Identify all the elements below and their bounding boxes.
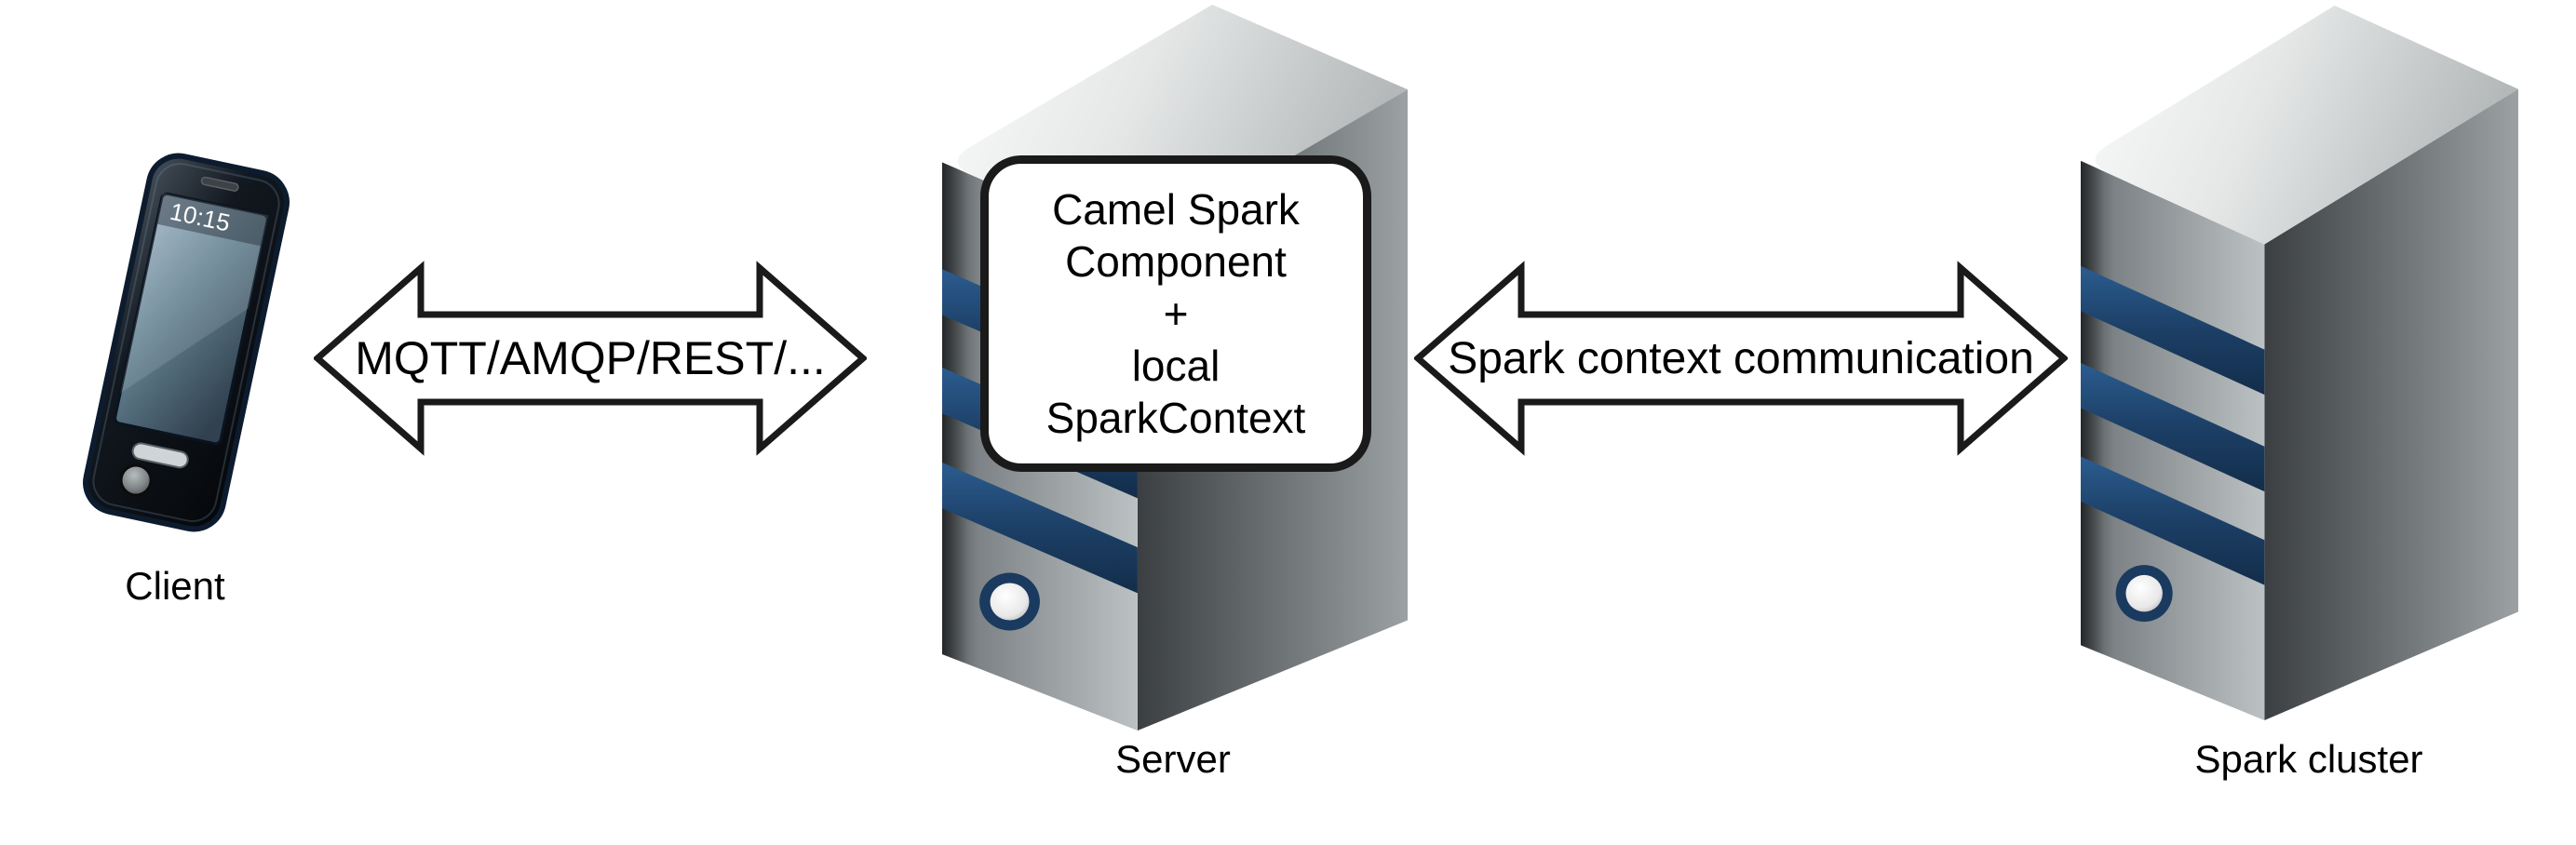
- phone-screen-gloss: [120, 193, 269, 394]
- server-label: Server: [1115, 737, 1231, 781]
- power-button: [990, 583, 1030, 621]
- phone-speaker: [200, 176, 239, 192]
- callout-line: local: [1131, 342, 1221, 390]
- arrow-server-cluster-icon: [1414, 261, 2068, 456]
- arrow-client-server-icon: [314, 261, 867, 456]
- server-side-face: [2264, 88, 2518, 720]
- server-stripe: [942, 463, 1138, 594]
- callout-line: SparkContext: [1045, 394, 1306, 442]
- server-stripe: [2081, 456, 2265, 585]
- server-top-face: [2095, 6, 2518, 245]
- server-stripe: [2081, 265, 2265, 396]
- client-label: Client: [125, 564, 225, 608]
- power-button: [2125, 574, 2163, 612]
- server-stripe: [2081, 363, 2265, 492]
- cluster-label: Spark cluster: [2194, 737, 2423, 781]
- server-callout: Camel Spark Component + local SparkConte…: [980, 155, 1371, 472]
- callout-line: Component: [1065, 237, 1287, 286]
- phone-screen: [114, 192, 269, 446]
- double-arrow-shape: [314, 261, 867, 456]
- smartphone-icon: 10:15: [83, 153, 290, 532]
- client-node: 10:15: [74, 145, 298, 541]
- phone-home-button: [119, 463, 153, 497]
- callout-line: +: [1163, 289, 1189, 338]
- callout-line: Camel Spark: [1052, 185, 1300, 234]
- spark-cluster-server-icon: [2081, 6, 2518, 720]
- double-arrow-shape: [1414, 261, 2068, 456]
- phone-slider-slot: [131, 442, 189, 469]
- phone-statusbar: [155, 193, 269, 247]
- phone-bezel-highlight: [92, 162, 280, 523]
